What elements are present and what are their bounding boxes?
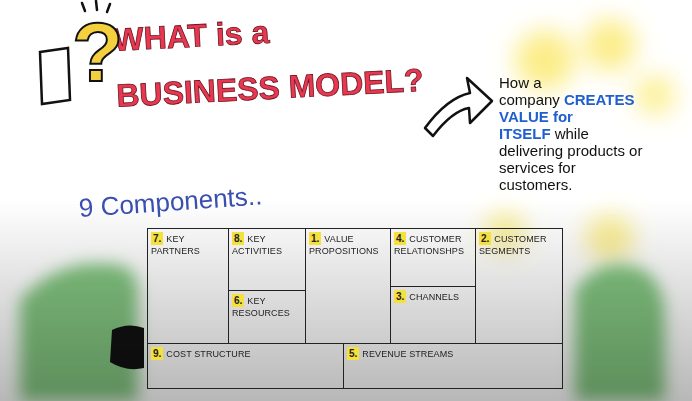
block-name: REVENUE STREAMS (362, 349, 453, 359)
block-name: CHANNELS (409, 292, 459, 302)
canvas-block: 4.CUSTOMER RELATIONSHPS (390, 228, 476, 287)
callout-number: 2. (479, 232, 491, 245)
callout-number: 5. (347, 347, 359, 360)
definition-block: How a companyCREATES VALUE for ITSELFwhi… (499, 74, 649, 193)
grey-shade (0, 200, 692, 401)
question-mark-icon: ? (72, 5, 123, 99)
canvas-block: 9.COST STRUCTURE (147, 343, 344, 389)
callout-number: 4. (394, 232, 406, 245)
canvas-block: 3.CHANNELS (390, 286, 476, 344)
icon-card (40, 48, 70, 104)
definition-text: How a company (499, 74, 560, 108)
callout-number: 7. (151, 232, 163, 245)
canvas-block: 8.KEY ACTIVITIES (228, 228, 306, 291)
canvas-block: 6.KEY RESOURCES (228, 290, 306, 344)
block-name: COST STRUCTURE (166, 349, 250, 359)
big-arrow (425, 78, 492, 136)
callout-number: 3. (394, 290, 406, 303)
canvas-block: 7.KEY PARTNERS (147, 228, 229, 344)
components-heading: 9 Components.. (78, 180, 263, 223)
canvas-block: 5.REVENUE STREAMS (343, 343, 563, 389)
components-holder: 9 Components.. (78, 180, 263, 223)
callout-number: 9. (151, 347, 163, 360)
callout-number: 1. (309, 232, 321, 245)
callout-number: 8. (232, 232, 244, 245)
title: WHAT is a BUSINESS MODEL? (112, 0, 431, 124)
canvas-block: 2.CUSTOMER SEGMENTS (475, 228, 563, 344)
canvas-block: 1.VALUE PROPOSITIONS (305, 228, 391, 344)
callout-number: 6. (232, 294, 244, 307)
icon-holder: ? (72, 10, 123, 94)
